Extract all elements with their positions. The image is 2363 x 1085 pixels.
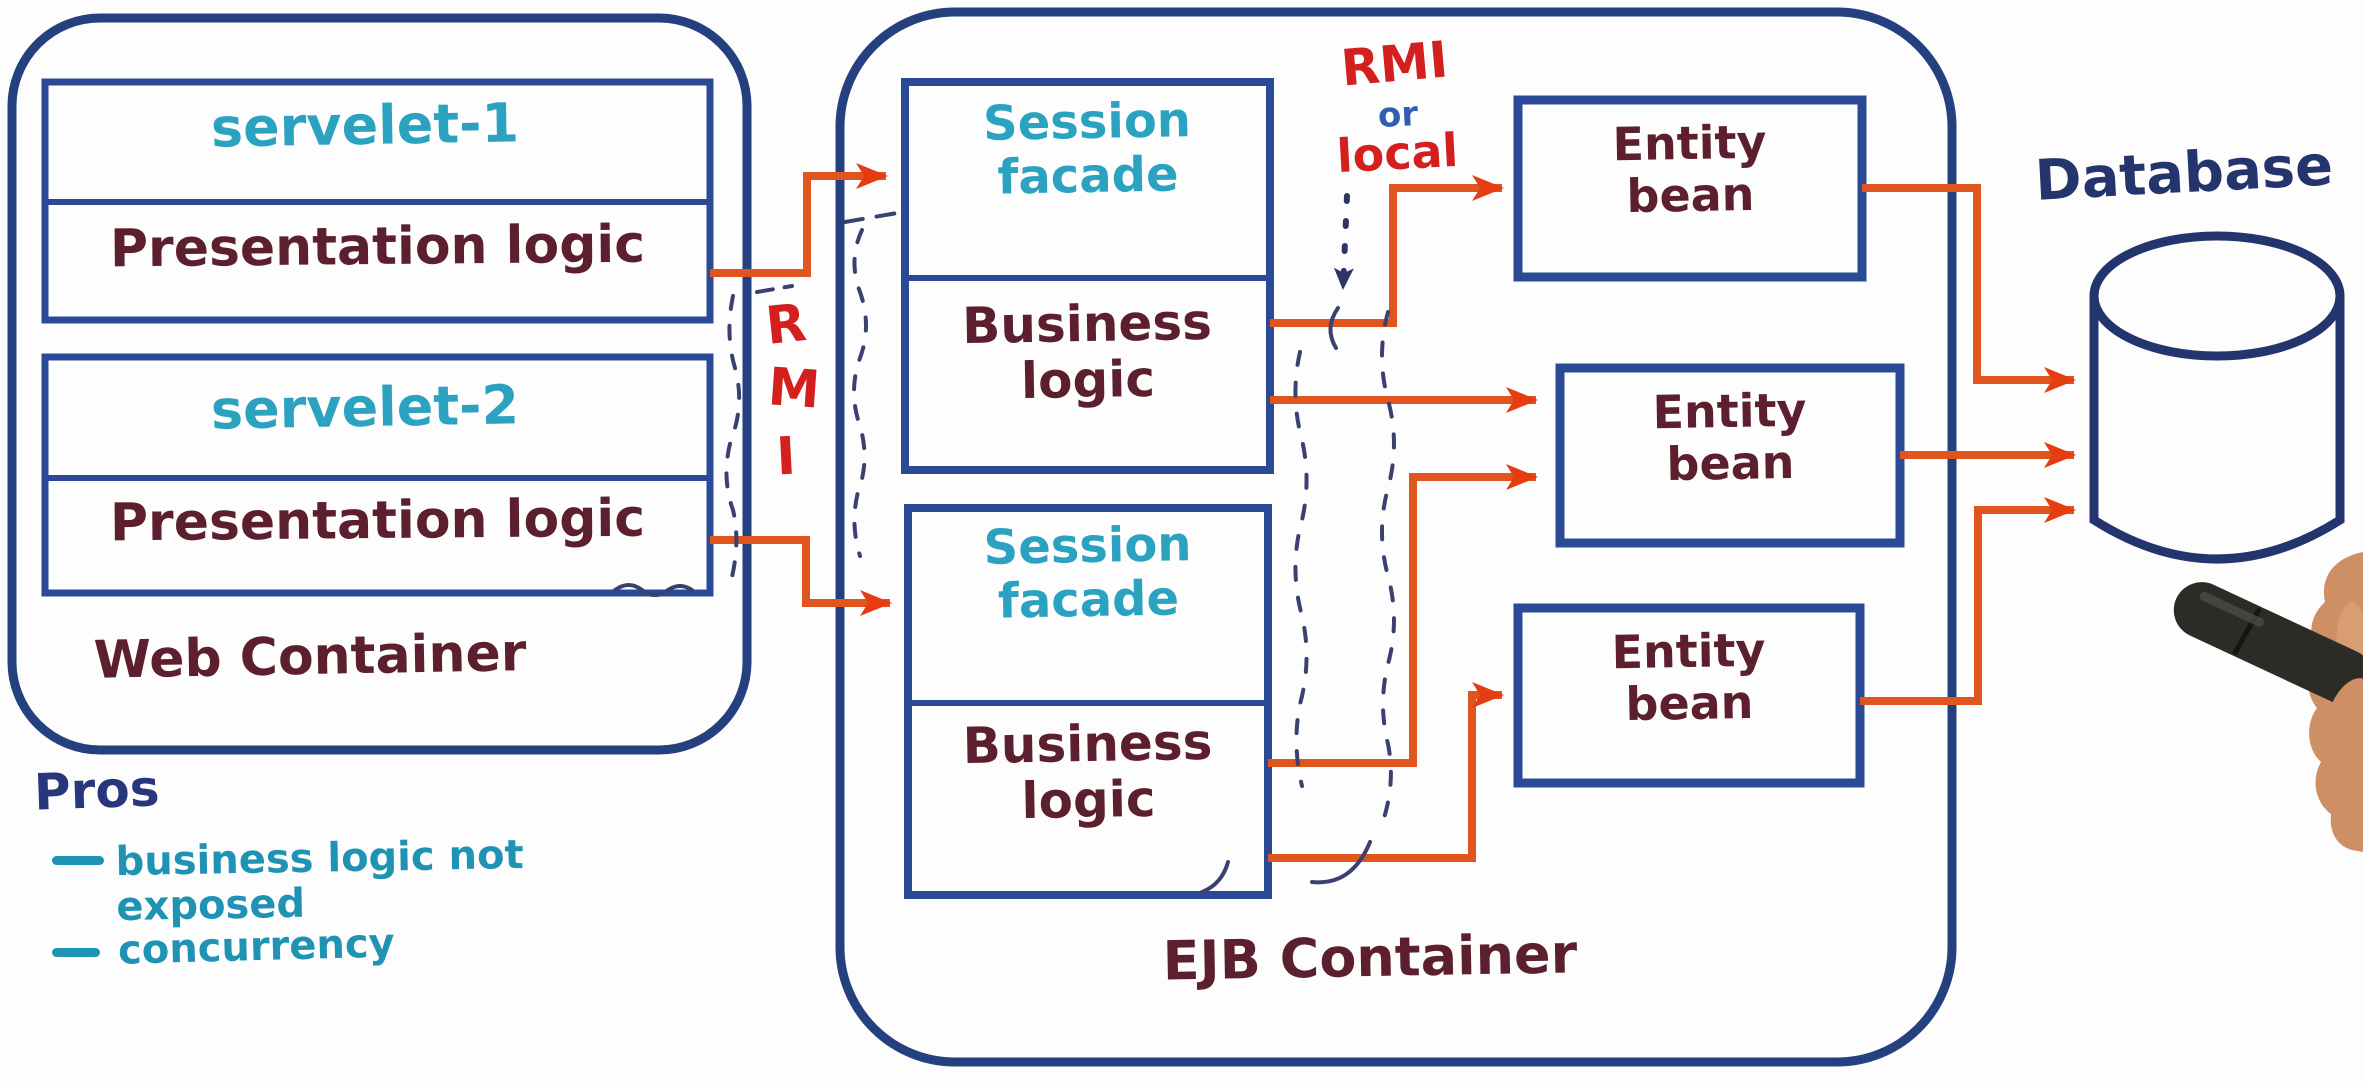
dashed-boundary-marks [613,210,1396,894]
pen [2173,582,2363,705]
entity-bean2-box [1555,363,1905,548]
ejb-container-outline [835,7,1957,1067]
arrow-entity1-to-database [1862,184,2076,393]
pros-bullet2-dash [52,948,100,957]
web-container-outline [7,13,752,755]
pros-bullet1-dash [52,856,104,865]
arrow-presentation2-to-facade2 [710,536,892,616]
database-cylinder [2089,231,2345,564]
arrow-entity3-to-database [1860,497,2076,705]
arrow-presentation1-to-facade1 [710,163,888,277]
dashed-rmi-arrow [1333,193,1354,291]
thumb-over-pen [2326,678,2363,746]
entity-bean1-box [1513,95,1867,282]
arrow-business2-to-entity3 [1268,682,1504,862]
entity-bean3-box [1513,603,1865,788]
arrow-business1-to-entity1 [1270,175,1504,327]
arrow-business2-to-entity2 [1268,464,1538,767]
